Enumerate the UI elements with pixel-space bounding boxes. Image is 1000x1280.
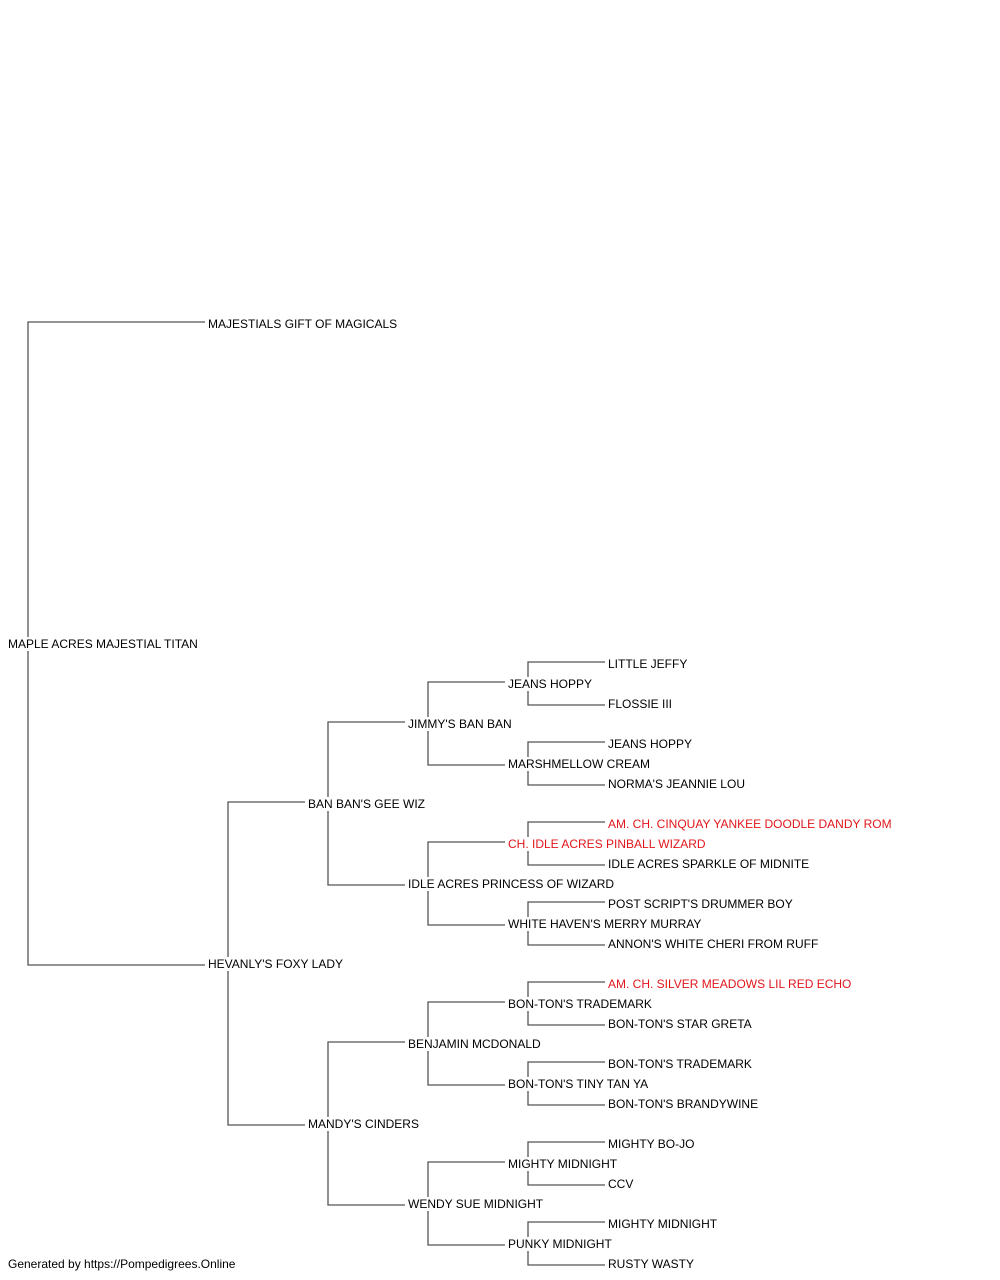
gen4-name-7: MIGHTY MIDNIGHT [507, 1157, 619, 1171]
gen5-name-9: AM. CH. SILVER MEADOWS LIL RED ECHO [607, 977, 853, 991]
dam-dam-name: MANDY'S CINDERS [307, 1117, 420, 1131]
gen5-name-11: BON-TON'S TRADEMARK [607, 1057, 753, 1071]
gen3-name-3: BENJAMIN MCDONALD [407, 1037, 542, 1051]
gen4-name-2: MARSHMELLOW CREAM [507, 757, 652, 771]
gen3-name-1: JIMMY'S BAN BAN [407, 717, 513, 731]
gen5-name-6: IDLE ACRES SPARKLE OF MIDNITE [607, 857, 811, 871]
gen4-name-4: WHITE HAVEN'S MERRY MURRAY [507, 917, 703, 931]
gen5-name-16: RUSTY WASTY [607, 1257, 696, 1271]
gen3-name-4: WENDY SUE MIDNIGHT [407, 1197, 545, 1211]
generated-by-footer: Generated by https://Pompedigrees.Online [8, 1257, 236, 1271]
dam-name: HEVANLY'S FOXY LADY [207, 957, 345, 971]
sire-name: MAJESTIALS GIFT OF MAGICALS [207, 317, 399, 331]
gen3-name-2: IDLE ACRES PRINCESS OF WIZARD [407, 877, 616, 891]
gen4-name-8: PUNKY MIDNIGHT [507, 1237, 613, 1251]
gen5-name-2: FLOSSIE III [607, 697, 674, 711]
gen5-name-8: ANNON'S WHITE CHERI FROM RUFF [607, 937, 820, 951]
gen4-name-5: BON-TON'S TRADEMARK [507, 997, 653, 1011]
gen5-name-7: POST SCRIPT'S DRUMMER BOY [607, 897, 794, 911]
gen4-name-6: BON-TON'S TINY TAN YA [507, 1077, 650, 1091]
gen5-name-5: AM. CH. CINQUAY YANKEE DOODLE DANDY ROM [607, 817, 893, 831]
gen5-name-3: JEANS HOPPY [607, 737, 694, 751]
dam-sire-name: BAN BAN'S GEE WIZ [307, 797, 426, 811]
subject-name: MAPLE ACRES MAJESTIAL TITAN [7, 637, 199, 651]
gen5-name-1: LITTLE JEFFY [607, 657, 689, 671]
gen5-name-10: BON-TON'S STAR GRETA [607, 1017, 753, 1031]
gen5-name-12: BON-TON'S BRANDYWINE [607, 1097, 760, 1111]
gen5-name-13: MIGHTY BO-JO [607, 1137, 696, 1151]
gen4-name-3: CH. IDLE ACRES PINBALL WIZARD [507, 837, 707, 851]
gen5-name-14: CCV [607, 1177, 635, 1191]
gen4-name-1: JEANS HOPPY [507, 677, 594, 691]
gen5-name-15: MIGHTY MIDNIGHT [607, 1217, 719, 1231]
gen5-name-4: NORMA'S JEANNIE LOU [607, 777, 746, 791]
